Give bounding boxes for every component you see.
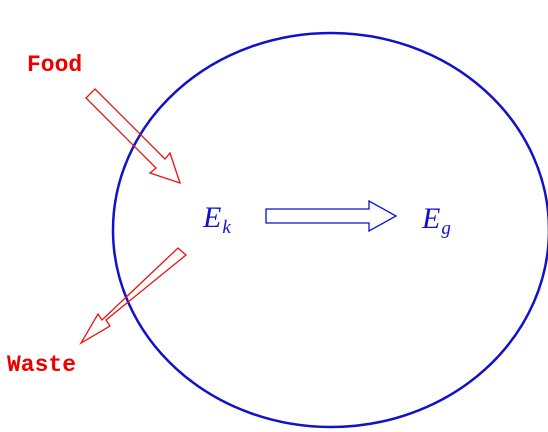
ek-base: E (203, 201, 222, 234)
food-label: Food (27, 52, 83, 78)
energy-conversion-arrow (265, 199, 398, 233)
organism-circle (111, 31, 548, 429)
ek-subscript: k (222, 217, 231, 238)
waste-output-arrow (79, 247, 188, 345)
gravitational-energy-label: Eg (422, 202, 451, 239)
eg-base: E (422, 202, 441, 235)
waste-label: Waste (7, 352, 77, 378)
eg-subscript: g (441, 218, 451, 239)
food-intake-arrow (85, 88, 182, 185)
kinetic-energy-label: Ek (203, 201, 231, 238)
